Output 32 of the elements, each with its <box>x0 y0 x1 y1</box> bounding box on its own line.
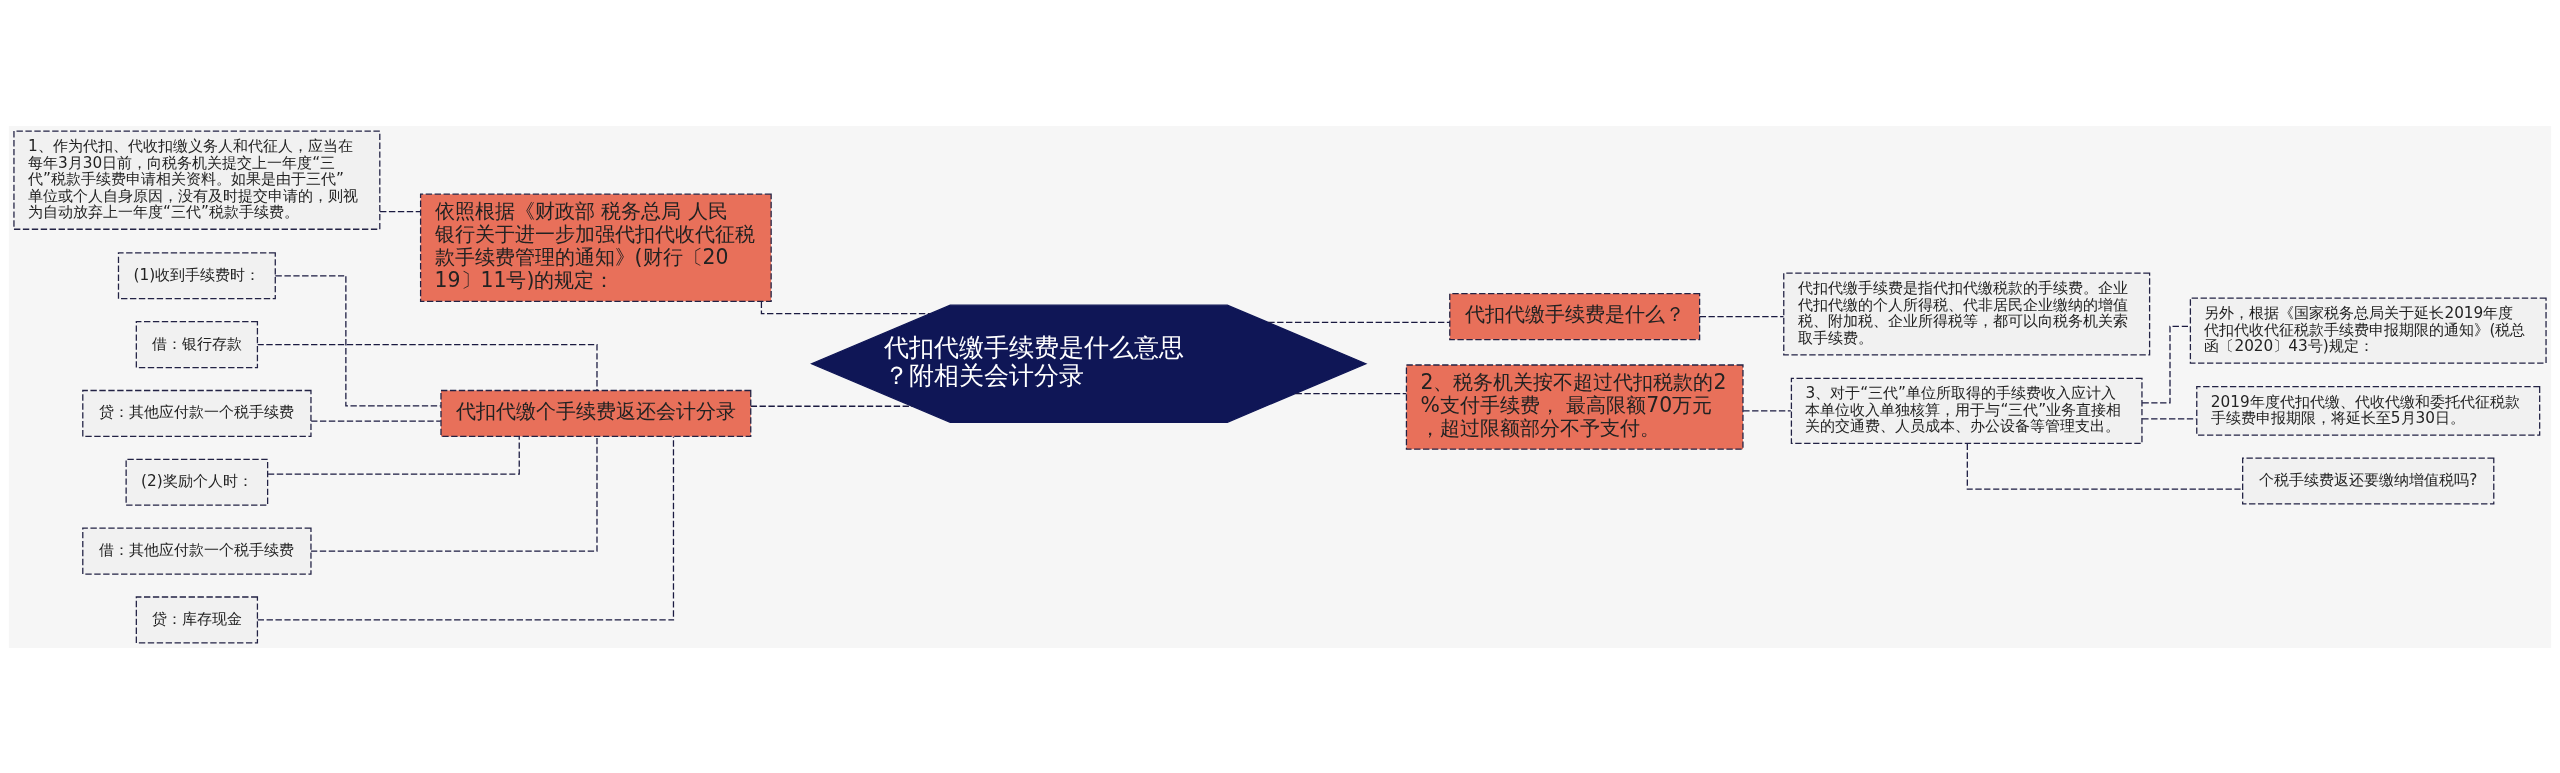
connector <box>257 435 675 621</box>
node-box: 1、作为代扣、代收扣缴义务人和代征人，应当在每年3月30日前，向税务机关提交上一年度“三代”税款手续费申请相关资料。如果是由于三代”单位或个人自身原因，没有及时提交申请的，则视为自动放弃上一年度“三代”税款手续费。 <box>13 129 381 230</box>
node-box: 另外，根据《国家税务总局关于延长2019年度代扣代收代征税款手续费申报期限的通知》(税总函〔2020〕43号)规定： <box>2189 296 2547 364</box>
node-box: 2019年度代扣代缴、代收代缴和委托代征税款手续费申报期限，将延长至5月30日。 <box>2196 385 2541 436</box>
node-box: 借：银行存款 <box>135 320 259 368</box>
node-box: 贷：库存现金 <box>135 595 259 644</box>
node-box: 2、税务机关按不超过代扣税款的2%支付手续费， 最高限额70万元，超过限额部分不予支付。 <box>1405 363 1744 450</box>
node-box: 依照根据《财政部 税务总局 人民银行关于进一步加强代扣代收代征税款手续费管理的通知》(财行〔2019〕11号)的规定： <box>419 193 772 302</box>
connector <box>310 435 598 552</box>
connector <box>2141 417 2197 420</box>
connector <box>1742 409 1792 412</box>
node-box: 借：其他应付款一个税手续费 <box>82 527 312 575</box>
node-box: 代扣代缴手续费是什么？ <box>1449 292 1701 340</box>
connector <box>760 300 931 314</box>
node-box: 代扣代缴手续费是指代扣代缴税款的手续费。企业代扣代缴的个人所得税、代非居民企业缴纳的增值税、附加税、企业所得税等，都可以向税务机关索取手续费。 <box>1783 272 2151 355</box>
node-box: 3、对于“三代”单位所取得的手续费收入应计入本单位收入单独核算，用于与“三代”业务直接相关的交通费、人员成本、办公设备等管理支出。 <box>1790 377 2143 444</box>
connector <box>1966 442 2244 490</box>
node-box: (1)收到手续费时： <box>117 251 276 299</box>
node-box: 代扣代缴个手续费返还会计分录 <box>440 389 752 437</box>
connector <box>1267 321 1451 323</box>
connector <box>1699 315 1785 317</box>
connector <box>750 405 913 407</box>
connector <box>1294 392 1407 394</box>
node-box: (2)奖励个人时： <box>125 458 269 506</box>
connector <box>257 343 598 391</box>
connector <box>274 274 442 406</box>
connector <box>2141 325 2191 403</box>
node-box: 个税手续费返还要缴纳增值税吗? <box>2242 456 2495 505</box>
connector <box>267 435 520 475</box>
node-box: 贷：其他应付款一个税手续费 <box>82 389 312 437</box>
connector <box>379 210 421 212</box>
connector <box>310 419 442 422</box>
